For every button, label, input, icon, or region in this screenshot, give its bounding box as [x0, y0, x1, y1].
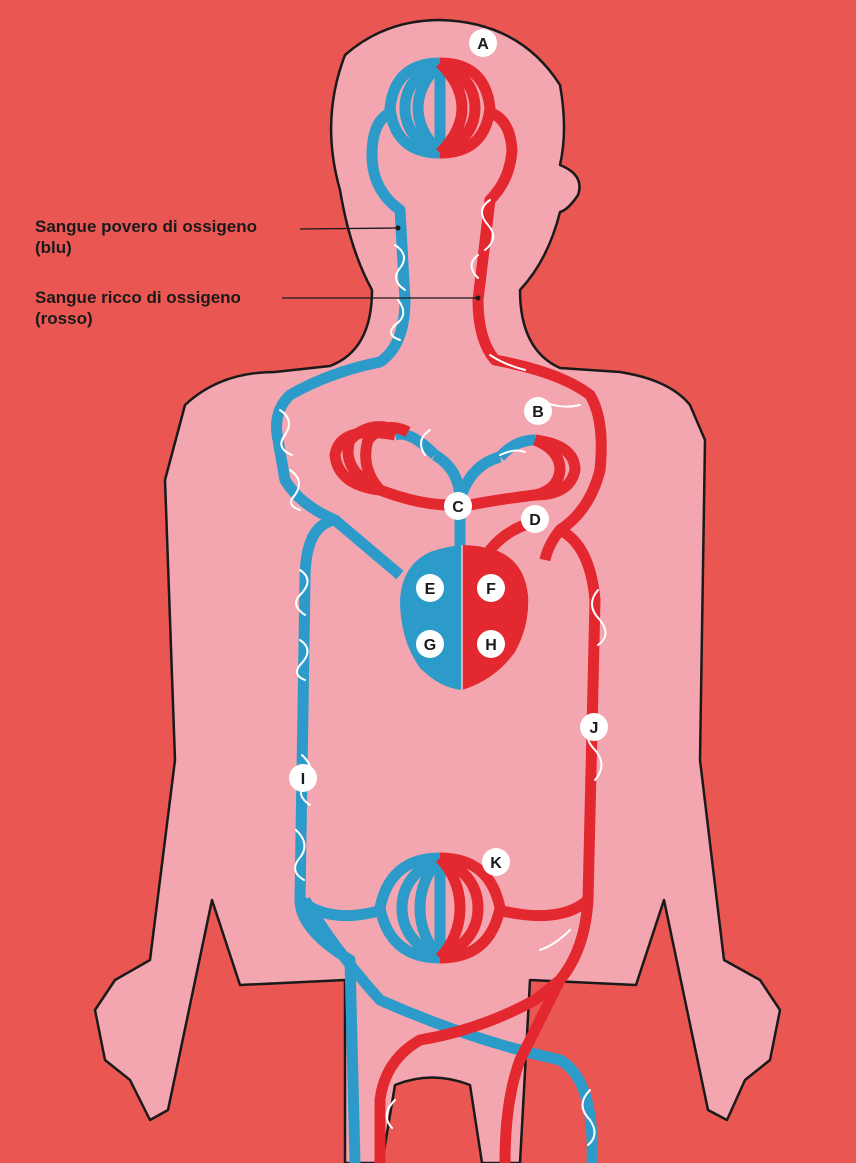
marker-g: G [416, 630, 444, 658]
svg-text:K: K [490, 855, 502, 872]
svg-text:A: A [477, 36, 489, 53]
marker-i: I [289, 764, 317, 792]
marker-f: F [477, 574, 505, 602]
marker-h: H [477, 630, 505, 658]
svg-text:H: H [485, 637, 497, 654]
marker-b: B [524, 397, 552, 425]
svg-text:J: J [590, 720, 599, 737]
svg-text:E: E [425, 581, 436, 598]
svg-text:B: B [532, 404, 544, 421]
marker-k: K [482, 848, 510, 876]
svg-text:D: D [529, 512, 541, 529]
legend-deoxygenated-blood: Sangue povero di ossigeno (blu) [35, 216, 257, 258]
svg-text:I: I [301, 771, 305, 788]
svg-text:G: G [424, 637, 436, 654]
marker-j: J [580, 713, 608, 741]
marker-a: A [469, 29, 497, 57]
legend-oxygenated-blood: Sangue ricco di ossigeno (rosso) [35, 287, 241, 329]
marker-e: E [416, 574, 444, 602]
svg-text:C: C [452, 499, 464, 516]
svg-text:F: F [486, 581, 496, 598]
marker-c: C [444, 492, 472, 520]
marker-d: D [521, 505, 549, 533]
